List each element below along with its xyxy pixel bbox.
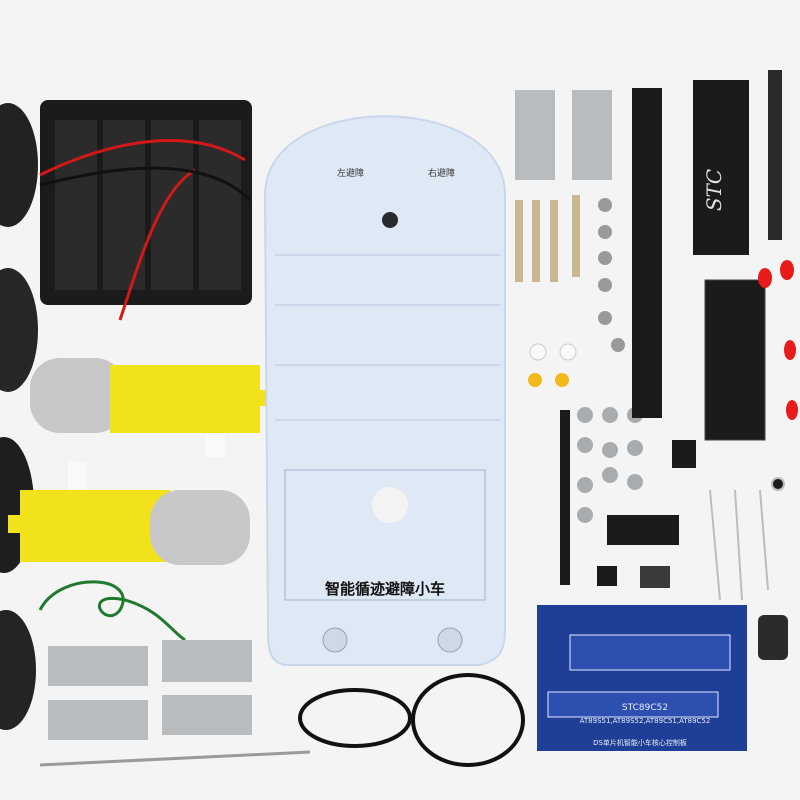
green-wire — [38, 580, 186, 642]
wheel — [0, 610, 36, 730]
control-board: STC89C52 AT89S51,AT89S52,AT89C51,AT89C52… — [537, 605, 747, 751]
mcu-brand: STC — [702, 169, 726, 211]
red-leds — [758, 260, 798, 420]
wheel — [0, 103, 38, 227]
screws — [515, 90, 625, 387]
ic-socket — [704, 279, 766, 441]
chassis-title: 智能循迹避障小车 — [325, 580, 445, 598]
wheel — [0, 268, 38, 392]
capacitor — [758, 615, 788, 660]
wheels — [0, 103, 38, 730]
pin-headers — [560, 70, 782, 585]
clear-leds — [709, 477, 785, 601]
chassis-pcb: 左避障 右避障 智能循迹避障小车 — [263, 115, 506, 666]
battery-holder — [39, 100, 252, 321]
board-compat-label: AT89S51,AT89S52,AT89C51,AT89C52 — [580, 717, 711, 725]
gear-motor — [8, 462, 250, 565]
right-sensor-mark: 右避障 — [428, 167, 455, 179]
board-chip-label: STC89C52 — [622, 703, 668, 713]
left-sensor-mark: 左避障 — [337, 167, 364, 179]
small-ic — [672, 440, 696, 468]
slide-switch — [640, 566, 670, 588]
mcu-chip: STC — [693, 80, 749, 255]
small-socket — [607, 515, 679, 545]
rubber-bands — [298, 673, 525, 767]
push-button — [597, 566, 617, 586]
board-footer-label: DS单片机智能小车核心控制板 — [593, 738, 687, 747]
metal-brackets — [39, 640, 311, 767]
